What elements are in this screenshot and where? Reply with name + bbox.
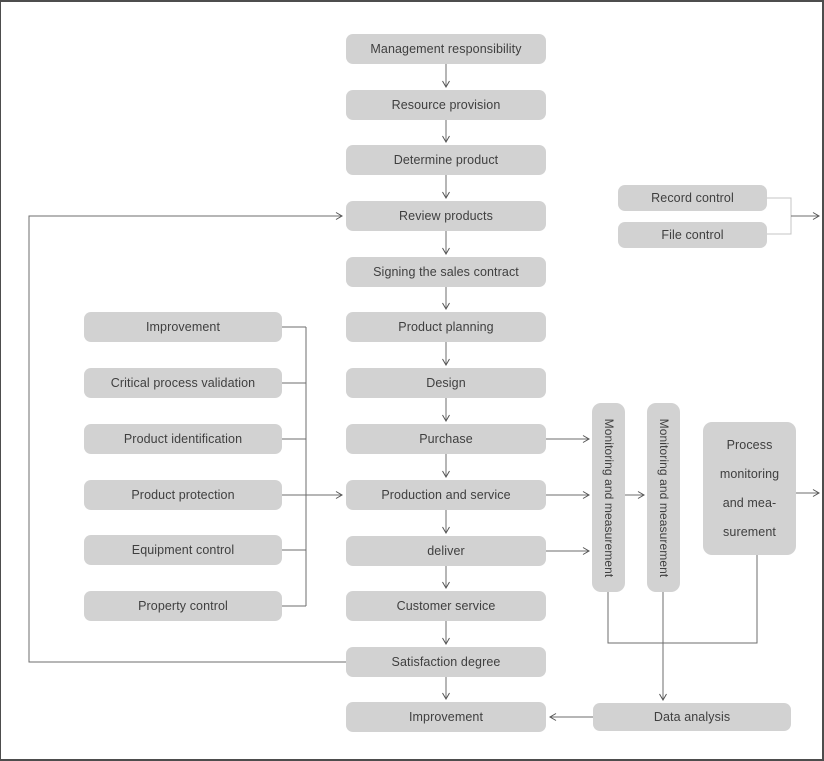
process-monitoring-line: and mea- bbox=[722, 495, 777, 510]
support-box-critical-process-validation: Critical process validation bbox=[84, 368, 282, 398]
flow-box-deliver: deliver bbox=[346, 536, 546, 566]
support-box-improvement: Improvement bbox=[84, 312, 282, 342]
process-monitoring-line: surement bbox=[723, 524, 776, 539]
flow-box-resource-provision: Resource provision bbox=[346, 90, 546, 120]
process-monitoring-box: Process monitoring and mea- surement bbox=[703, 422, 796, 555]
monitoring-box-2: Monitoring and measurement bbox=[647, 403, 680, 592]
data-analysis-collectors bbox=[549, 555, 758, 721]
flow-box-signing-sales-contract: Signing the sales contract bbox=[346, 257, 546, 287]
support-spine bbox=[282, 326, 343, 607]
flow-box-satisfaction-degree: Satisfaction degree bbox=[346, 647, 546, 677]
process-monitoring-line: Process bbox=[726, 437, 773, 452]
flow-box-customer-service: Customer service bbox=[346, 591, 546, 621]
monitoring-input-arrows bbox=[546, 435, 645, 555]
feedback-loop-arrow bbox=[28, 212, 346, 663]
flow-box-design: Design bbox=[346, 368, 546, 398]
data-analysis-box: Data analysis bbox=[593, 703, 791, 731]
monitoring-box-1-label: Monitoring and measurement bbox=[601, 418, 616, 577]
flow-box-purchase: Purchase bbox=[346, 424, 546, 454]
process-monitoring-line: monitoring bbox=[719, 466, 780, 481]
flow-box-improvement: Improvement bbox=[346, 702, 546, 732]
control-box-record-control: Record control bbox=[618, 185, 767, 211]
support-box-product-identification: Product identification bbox=[84, 424, 282, 454]
flow-box-production-and-service: Production and service bbox=[346, 480, 546, 510]
document-control-bracket bbox=[767, 197, 820, 235]
flow-box-review-products: Review products bbox=[346, 201, 546, 231]
support-box-product-protection: Product protection bbox=[84, 480, 282, 510]
monitoring-box-1: Monitoring and measurement bbox=[592, 403, 625, 592]
monitoring-box-2-label: Monitoring and measurement bbox=[656, 418, 671, 577]
support-box-equipment-control: Equipment control bbox=[84, 535, 282, 565]
flow-box-determine-product: Determine product bbox=[346, 145, 546, 175]
support-box-property-control: Property control bbox=[84, 591, 282, 621]
flow-box-management-responsibility: Management responsibility bbox=[346, 34, 546, 64]
control-box-file-control: File control bbox=[618, 222, 767, 248]
flow-box-product-planning: Product planning bbox=[346, 312, 546, 342]
